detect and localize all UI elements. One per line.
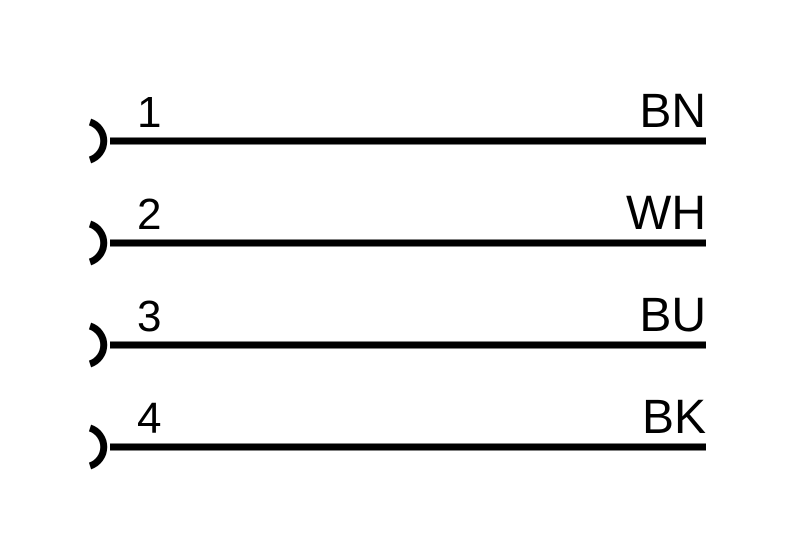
wire-color-label: WH — [626, 187, 706, 240]
pin-number: 2 — [137, 190, 161, 239]
wire-color-label: BK — [642, 391, 706, 444]
wire-color-label: BU — [639, 289, 706, 342]
socket-contact-icon — [88, 220, 108, 266]
wire-color-label: BN — [639, 85, 706, 138]
pin-number: 4 — [137, 394, 161, 443]
pin-row-3: 3 BU — [88, 289, 706, 368]
socket-contact-icon — [88, 118, 108, 164]
socket-contact-icon — [88, 322, 108, 368]
pin-number: 1 — [137, 88, 161, 137]
pin-number: 3 — [137, 292, 161, 341]
pin-row-2: 2 WH — [88, 187, 706, 266]
pin-row-4: 4 BK — [88, 391, 706, 470]
socket-contact-icon — [88, 424, 108, 470]
pin-row-1: 1 BN — [88, 85, 706, 164]
